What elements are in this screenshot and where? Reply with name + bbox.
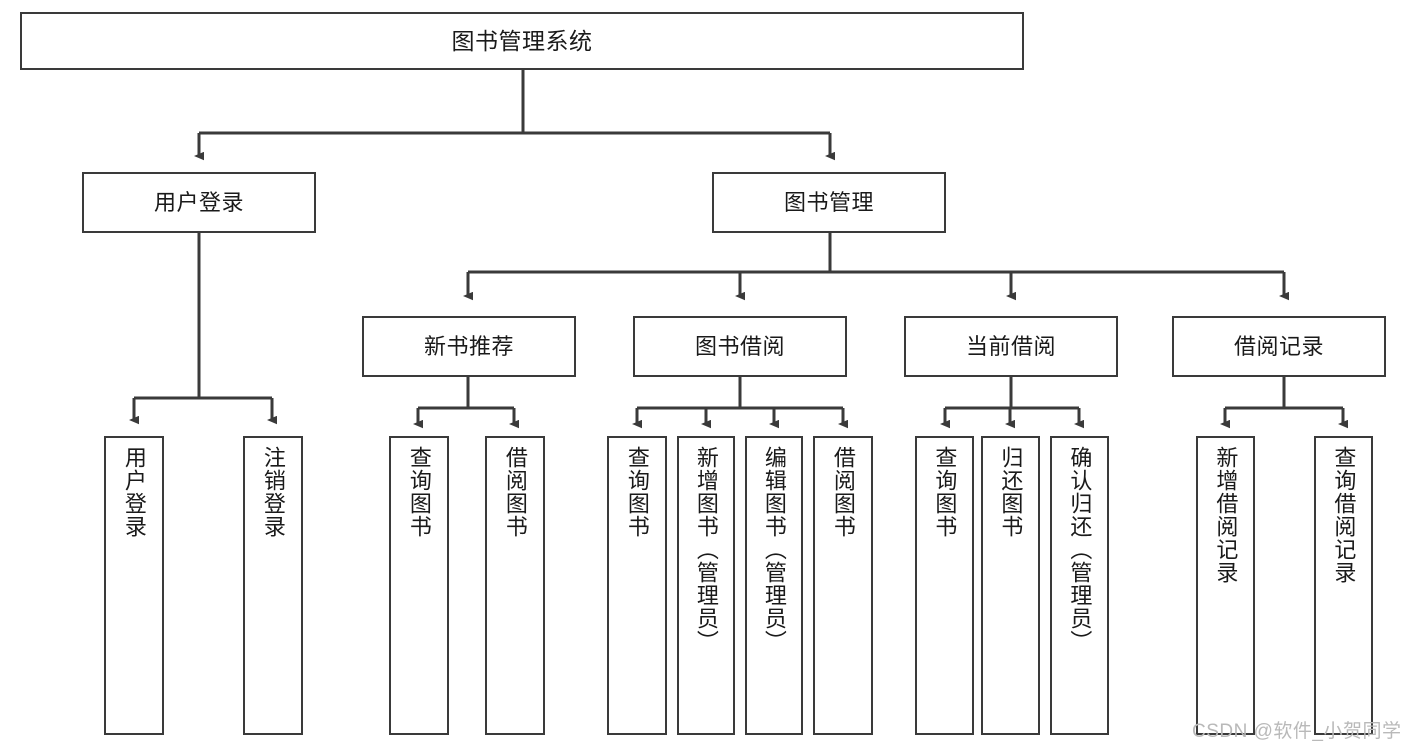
leaf-borrow-books-borrowing[interactable]: 借阅图书	[813, 436, 873, 735]
node-current-borrowing[interactable]: 当前借阅	[904, 316, 1118, 377]
node-label: 新书推荐	[423, 333, 514, 359]
leaf-query-books-current[interactable]: 查询图书	[915, 436, 974, 735]
node-label: 借阅记录	[1233, 333, 1324, 359]
leaf-user-login[interactable]: 用户登录	[104, 436, 164, 735]
leaf-query-books-borrowing[interactable]: 查询图书	[607, 436, 667, 735]
node-book-borrowing[interactable]: 图书借阅	[633, 316, 847, 377]
node-label: 图书管理	[783, 189, 874, 215]
csdn-watermark: CSDN @软件_小贺同学	[1192, 721, 1402, 742]
leaf-edit-book-admin[interactable]: 编辑图书（管理员）	[745, 436, 803, 735]
node-user-login[interactable]: 用户登录	[82, 172, 316, 233]
leaf-add-book-admin[interactable]: 新增图书（管理员）	[677, 436, 735, 735]
node-label: 查询图书	[406, 446, 432, 538]
node-label: 用户登录	[153, 189, 244, 215]
leaf-return-books[interactable]: 归还图书	[981, 436, 1040, 735]
node-root-book-management-system[interactable]: 图书管理系统	[20, 12, 1024, 70]
node-label: 归还图书	[998, 446, 1024, 538]
node-label: 注销登录	[260, 446, 286, 538]
node-borrowing-records[interactable]: 借阅记录	[1172, 316, 1386, 377]
node-label: 确认归还（管理员）	[1067, 446, 1093, 653]
node-book-management[interactable]: 图书管理	[712, 172, 946, 233]
node-label: 图书借阅	[694, 333, 785, 359]
node-label: 借阅图书	[830, 446, 856, 538]
leaf-add-borrow-record[interactable]: 新增借阅记录	[1196, 436, 1255, 735]
node-label: 查询图书	[624, 446, 650, 538]
leaf-query-books-recommendation[interactable]: 查询图书	[389, 436, 449, 735]
node-label: 编辑图书（管理员）	[761, 446, 787, 653]
node-label: 新增借阅记录	[1213, 446, 1239, 584]
leaf-query-borrow-record[interactable]: 查询借阅记录	[1314, 436, 1373, 735]
node-new-book-recommendation[interactable]: 新书推荐	[362, 316, 576, 377]
node-label: 图书管理系统	[451, 27, 593, 54]
node-label: 借阅图书	[502, 446, 528, 538]
node-label: 新增图书（管理员）	[693, 446, 719, 653]
node-label: 查询图书	[932, 446, 958, 538]
node-label: 查询借阅记录	[1331, 446, 1357, 584]
node-label: 当前借阅	[965, 333, 1056, 359]
leaf-confirm-return-admin[interactable]: 确认归还（管理员）	[1050, 436, 1109, 735]
node-label: 用户登录	[121, 446, 147, 538]
leaf-borrow-books-recommendation[interactable]: 借阅图书	[485, 436, 545, 735]
leaf-logout[interactable]: 注销登录	[243, 436, 303, 735]
